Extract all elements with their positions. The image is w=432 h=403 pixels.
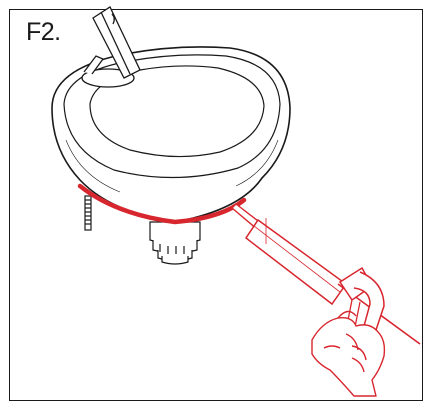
mounting-bolt (84, 195, 92, 231)
drain-fitting (149, 221, 201, 265)
sealant-bead (77, 183, 247, 225)
washbasin (51, 46, 291, 223)
figure-label: F2. (26, 18, 61, 46)
faucet (81, 6, 141, 88)
hand (311, 310, 386, 397)
